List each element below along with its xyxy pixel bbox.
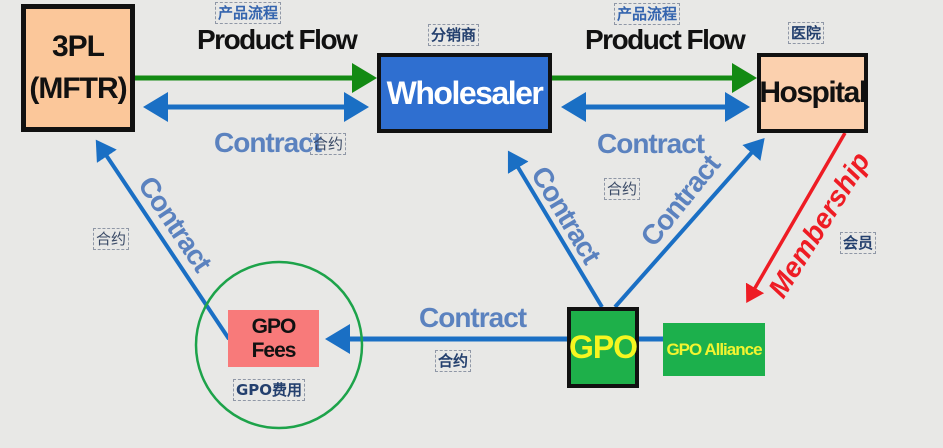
node-gpo-alliance: GPO Alliance — [663, 323, 765, 376]
node-gpo-fees: GPO Fees — [228, 310, 319, 367]
node-wholesaler: Wholesaler — [377, 53, 552, 133]
cn-tag-contract-wholesaler-hospital: 合约 — [604, 178, 641, 200]
node-gpo: GPO — [567, 307, 639, 388]
cn-tag-product-flow-1: 产品流程 — [215, 2, 282, 24]
cn-tag-contract-fees-3pl: 合约 — [93, 228, 130, 250]
node-hospital: Hospital — [757, 53, 868, 133]
node-gpo-fees-label: GPO Fees — [251, 314, 297, 362]
node-gpo-alliance-label: GPO Alliance — [666, 339, 762, 359]
gpo-fees-circle — [194, 260, 364, 430]
cn-tag-product-flow-2: 产品流程 — [614, 3, 681, 25]
node-gpo-label: GPO — [568, 329, 638, 365]
cn-tag-gpo-fees: GPO费用 — [233, 379, 306, 401]
cn-tag-membership: 会员 — [840, 232, 877, 254]
cn-tag-wholesaler: 分销商 — [428, 24, 480, 46]
node-hospital-label: Hospital — [759, 76, 867, 109]
product-flow-label-2: Product Flow — [585, 24, 746, 55]
node-3pl-line1: 3PL — [51, 30, 105, 63]
cn-tag-contract-gpo-fees: 合约 — [435, 350, 472, 372]
contract-label-3pl-wholesaler: Contract — [214, 127, 322, 158]
contract-arrow-fees-to-3pl — [95, 139, 231, 341]
product-flow-label-1: Product Flow — [197, 24, 358, 55]
node-3pl-line2: (MFTR) — [29, 72, 127, 105]
node-wholesaler-label: Wholesaler — [386, 74, 544, 111]
cn-tag-contract-3pl-wholesaler: 合约 — [310, 133, 347, 155]
cn-tag-hospital: 医院 — [788, 22, 825, 44]
membership-arrow-hospital-to-gpo — [745, 132, 847, 304]
contract-arrow-gpo-to-wholesaler — [507, 150, 604, 309]
contract-label-wholesaler-hospital: Contract — [597, 128, 705, 159]
contract-label-gpo-fees: Contract — [419, 302, 527, 333]
contract-arrow-gpo-to-hospital — [613, 138, 765, 309]
node-3pl-mftr: 3PL (MFTR) — [21, 4, 135, 132]
